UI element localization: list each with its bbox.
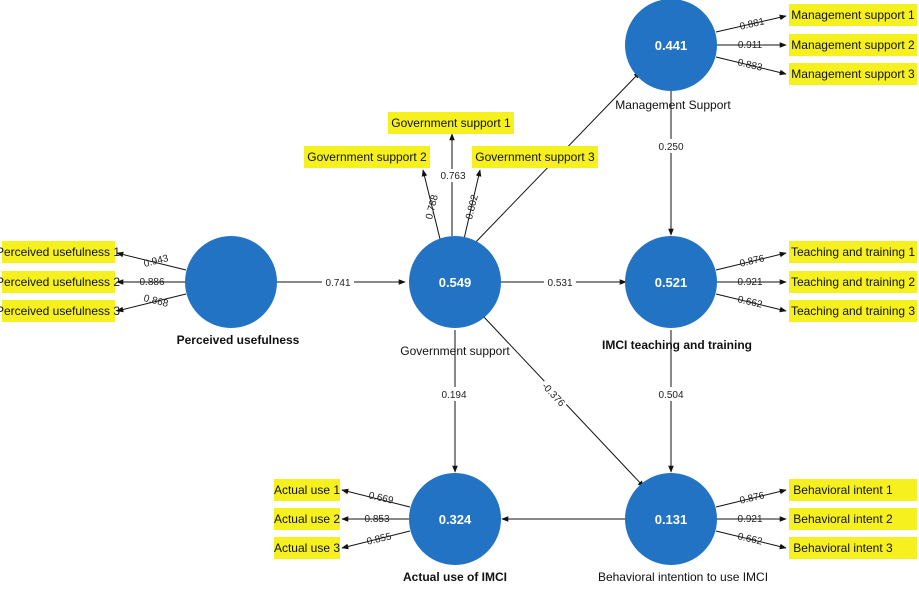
loading-coef-pu-1: 0.943 — [143, 253, 170, 270]
loading-edge-au-1 — [341, 488, 411, 508]
loading-edge-pu-3 — [116, 293, 187, 313]
indicator-box — [2, 300, 115, 322]
construct-r2-imci-teaching: 0.521 — [655, 275, 688, 290]
indicator-label-bi-3: Behavioral intent 3 — [793, 541, 893, 555]
construct-label-imci-teaching: IMCI teaching and training — [602, 338, 752, 352]
path-coef-gs-to-au: 0.194 — [441, 390, 466, 401]
loading-coef-au-2: 0.853 — [364, 514, 389, 525]
indicator-box — [789, 271, 917, 293]
loading-coef-tt-3: 0.662 — [736, 294, 763, 310]
indicator-box — [274, 537, 340, 559]
indicator-box — [789, 34, 917, 56]
indicator-label-bi-2: Behavioral intent 2 — [793, 512, 893, 526]
indicator-label-ms-2: Management support 2 — [791, 38, 915, 52]
construct-label-government-support: Government support — [400, 344, 510, 358]
loading-coef-tt-2: 0.921 — [737, 277, 762, 288]
construct-group-perceived-usefulness: Perceived usefulness 1 Perceived usefuln… — [0, 236, 300, 347]
loading-edge-gs-2 — [421, 169, 441, 240]
loading-coef-tt-1: 0.876 — [739, 253, 766, 269]
indicator-label-ms-3: Management support 3 — [791, 67, 915, 81]
loading-edge-bi-3 — [715, 530, 787, 550]
construct-r2-government-support: 0.549 — [439, 275, 472, 290]
loading-edge-ms-1 — [715, 14, 787, 33]
indicator-box — [2, 241, 115, 263]
indicator-box — [789, 508, 917, 530]
loading-edge-gs-3 — [463, 169, 482, 240]
indicator-label-pu-2: Perceived usefulness 2 — [0, 275, 120, 289]
construct-node-imci-teaching — [625, 236, 717, 328]
loading-edge-bi-1 — [715, 488, 787, 508]
loading-coef-bi-1: 0.876 — [739, 490, 766, 506]
indicator-box — [274, 479, 340, 501]
construct-node-behavioral-intention — [625, 473, 717, 565]
indicator-box — [789, 63, 917, 85]
indicator-box — [304, 146, 430, 168]
indicator-label-pu-1: Perceived usefulness 1 — [0, 245, 120, 259]
construct-label-actual-use: Actual use of IMCI — [403, 570, 507, 584]
construct-r2-behavioral-intention: 0.131 — [655, 512, 688, 527]
loading-coef-pu-2: 0.886 — [139, 277, 164, 288]
indicator-box — [789, 300, 917, 322]
indicator-box — [789, 537, 917, 559]
construct-group-imci-teaching: Teaching and training 1 Teaching and tra… — [602, 236, 917, 352]
indicator-label-bi-1: Behavioral intent 1 — [793, 483, 893, 497]
loading-coef-bi-2: 0.921 — [737, 514, 762, 525]
indicator-label-au-3: Actual use 3 — [274, 541, 340, 555]
indicator-label-au-2: Actual use 2 — [274, 512, 340, 526]
loading-edge-tt-1 — [715, 251, 787, 271]
indicator-box — [789, 241, 917, 263]
construct-r2-actual-use: 0.324 — [439, 512, 472, 527]
construct-group-government-support: Government support 1 Government support … — [304, 112, 598, 358]
construct-node-management-support — [625, 0, 717, 91]
indicator-label-pu-3: Perceived usefulness 3 — [0, 304, 120, 318]
loading-coef-gs-3: 0.802 — [464, 193, 481, 220]
loading-coef-ms-3: 0.883 — [736, 57, 763, 73]
path-coef-gs-to-imci: 0.531 — [547, 278, 572, 289]
loading-coef-au-3: 0.855 — [366, 531, 393, 547]
indicator-box — [2, 271, 115, 293]
loading-coef-gs-2: 0.788 — [424, 193, 441, 220]
indicator-box — [789, 479, 917, 501]
loading-coef-gs-1: 0.763 — [440, 171, 465, 182]
construct-group-actual-use: Actual use 1 Actual use 2 Actual use 3 0… — [274, 473, 507, 584]
indicator-label-tt-1: Teaching and training 1 — [791, 245, 915, 259]
loading-coef-ms-2: 0.911 — [738, 40, 763, 51]
path-coef-ms-to-imci: 0.250 — [658, 142, 683, 153]
loading-edge-pu-1 — [116, 251, 187, 271]
construct-group-behavioral-intention: Behavioral intent 1 Behavioral intent 2 … — [598, 473, 917, 584]
construct-node-actual-use — [409, 473, 501, 565]
indicator-label-gs-3: Government support 3 — [475, 150, 595, 164]
construct-node-perceived-usefulness — [185, 236, 277, 328]
loading-edge-au-3 — [341, 530, 411, 550]
indicator-box — [274, 508, 340, 530]
construct-label-management-support: Management Support — [615, 98, 731, 112]
path-coefficients: 0.741 0.531 0.194 0.250 0.504 -0.376 — [322, 139, 687, 411]
path-coef-imci-to-bi: 0.504 — [658, 390, 683, 401]
indicator-box — [789, 4, 917, 26]
indicator-label-au-1: Actual use 1 — [274, 483, 340, 497]
construct-label-behavioral-intention: Behavioral intention to use IMCI — [598, 570, 768, 584]
loading-edge-ms-3 — [715, 56, 787, 76]
construct-group-management-support: Management support 1 Management support … — [615, 0, 917, 112]
loading-coef-ms-1: 0.881 — [739, 16, 766, 32]
loading-coef-pu-3: 0.868 — [142, 293, 169, 310]
loading-coef-au-1: 0.669 — [367, 490, 394, 506]
path-coef-pu-to-gs: 0.741 — [325, 278, 350, 289]
indicator-label-ms-1: Management support 1 — [791, 8, 915, 22]
construct-label-perceived-usefulness: Perceived usefulness — [177, 333, 300, 347]
loading-edge-tt-3 — [715, 293, 787, 313]
indicator-box — [472, 146, 598, 168]
construct-node-government-support — [409, 236, 501, 328]
indicator-label-tt-3: Teaching and training 3 — [791, 304, 915, 318]
construct-r2-management-support: 0.441 — [655, 38, 688, 53]
indicator-box — [388, 112, 514, 134]
loading-coef-bi-3: 0.662 — [736, 531, 763, 547]
indicator-label-gs-2: Government support 2 — [307, 150, 427, 164]
indicator-label-tt-2: Teaching and training 2 — [791, 275, 915, 289]
indicator-label-gs-1: Government support 1 — [391, 116, 511, 130]
